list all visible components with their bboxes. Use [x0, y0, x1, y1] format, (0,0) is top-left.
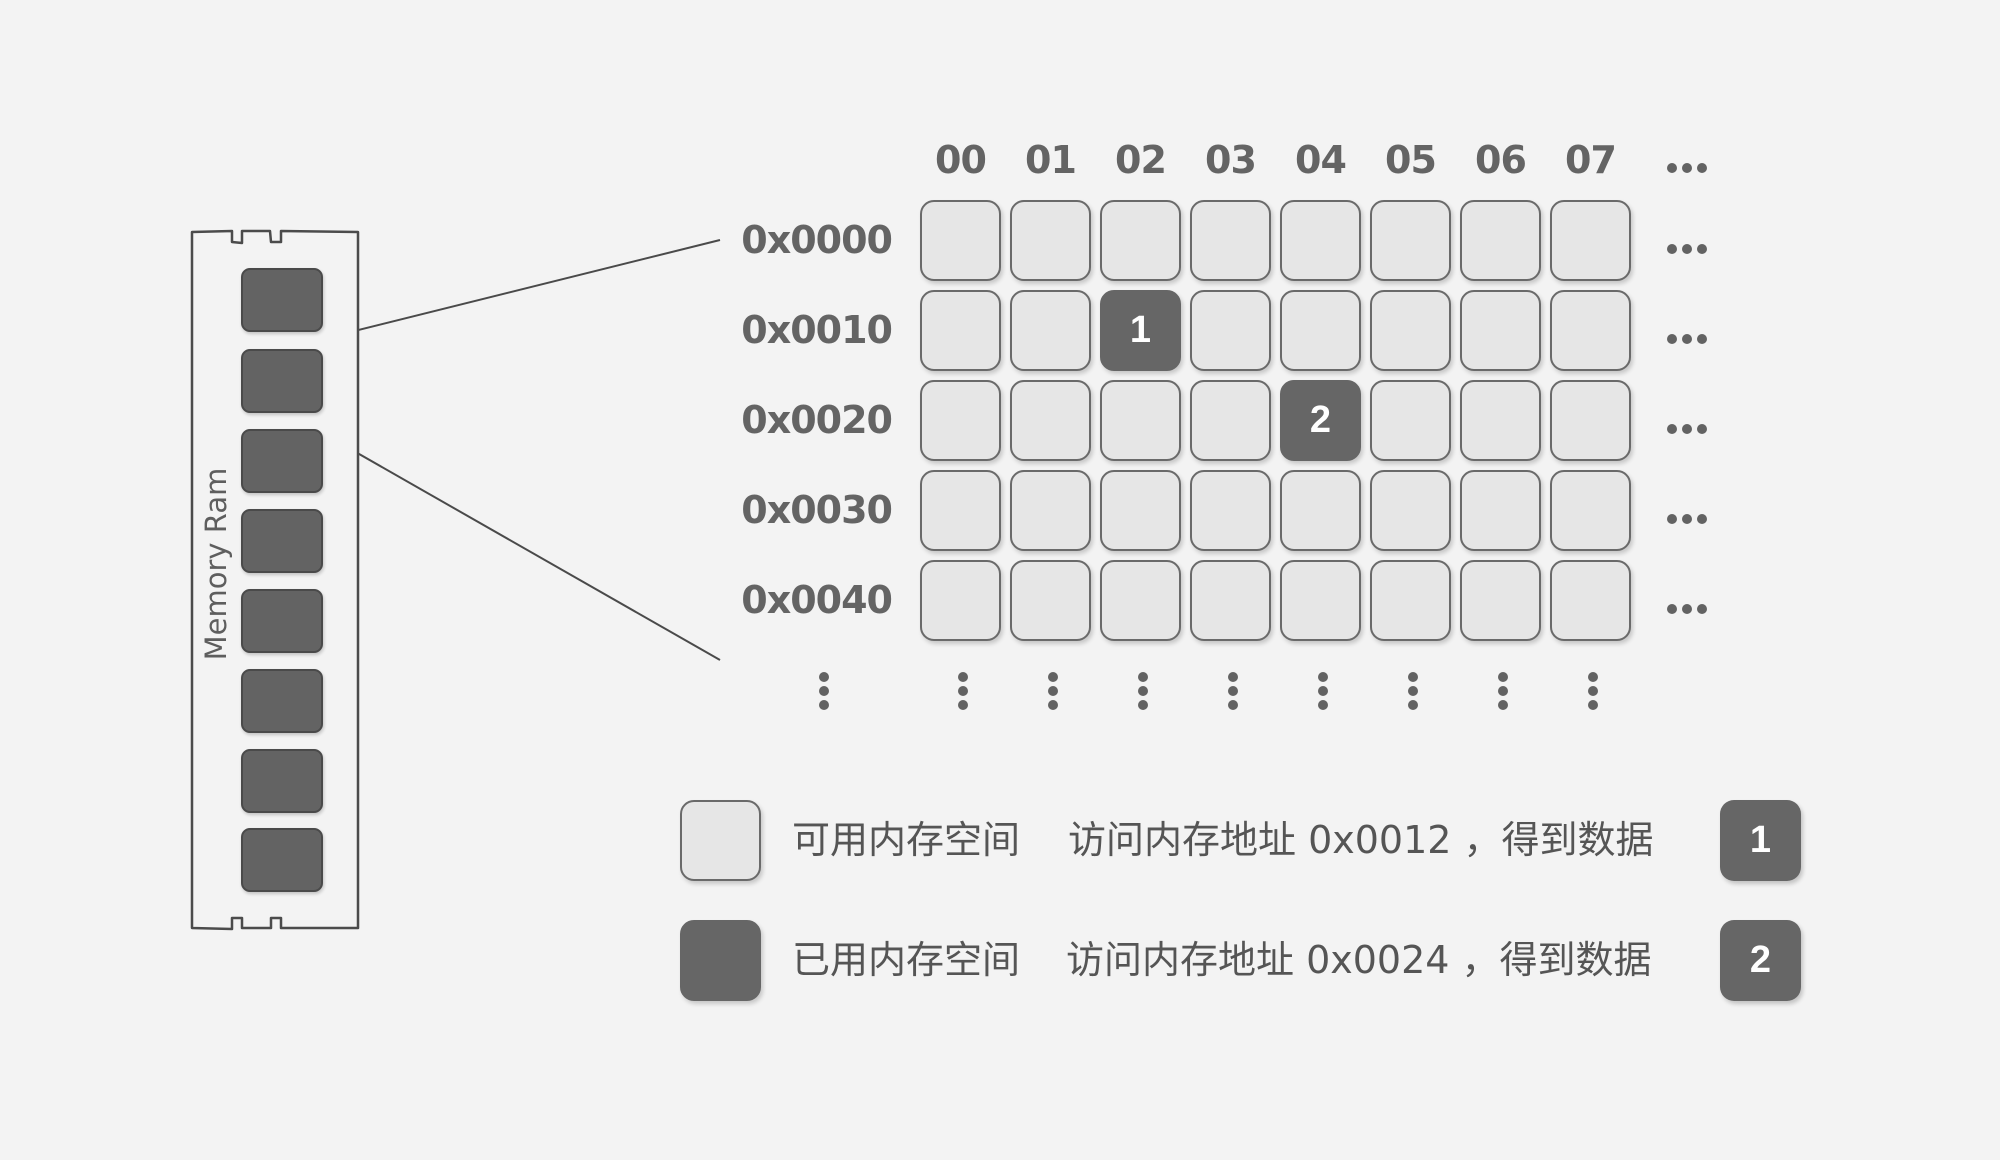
memory-cell-available: [920, 200, 1001, 281]
memory-cell-available: [1280, 200, 1361, 281]
column-header: 01: [1025, 138, 1077, 182]
column-overflow-vertical-ellipsis: [1407, 672, 1419, 710]
ram-chip: [241, 268, 323, 332]
column-header: 04: [1295, 138, 1347, 182]
memory-cell-available: [920, 560, 1001, 641]
memory-cell-available: [1010, 470, 1091, 551]
ram-chip: [241, 749, 323, 813]
memory-cell-available: [1280, 470, 1361, 551]
memory-cell-available: [1100, 200, 1181, 281]
data-badge-1: 1: [1720, 800, 1801, 881]
memory-cell-available: [1280, 560, 1361, 641]
memory-cell-available: [1550, 290, 1631, 371]
row-overflow-ellipsis: [1667, 603, 1707, 615]
column-header: 02: [1115, 138, 1167, 182]
memory-cell-available: [920, 380, 1001, 461]
memory-cell-available: [1010, 560, 1091, 641]
column-overflow-vertical-ellipsis: [1047, 672, 1059, 710]
memory-cell-available: [1460, 200, 1541, 281]
column-overflow-vertical-ellipsis: [1137, 672, 1149, 710]
memory-cell-available: [1460, 380, 1541, 461]
memory-cell-available: [1550, 380, 1631, 461]
legend-available-swatch: [680, 800, 761, 881]
column-overflow-vertical-ellipsis: [1497, 672, 1509, 710]
memory-cell-available: [1370, 290, 1451, 371]
legend-used-label: 已用内存空间: [792, 938, 1021, 982]
memory-cell-available: [1100, 380, 1181, 461]
column-overflow-vertical-ellipsis: [1227, 672, 1239, 710]
ram-chip: [241, 828, 323, 892]
memory-cell-used: 2: [1280, 380, 1361, 461]
memory-cell-available: [1460, 470, 1541, 551]
row-overflow-ellipsis: [1667, 513, 1707, 525]
row-overflow-ellipsis: [1667, 243, 1707, 255]
column-overflow-vertical-ellipsis: [957, 672, 969, 710]
memory-ram-label: Memory Ram: [199, 467, 233, 661]
column-header: 06: [1475, 138, 1527, 182]
ram-chip-highlighted: [241, 349, 323, 413]
memory-cell-used: 1: [1100, 290, 1181, 371]
legend-access-1-text: 访问内存地址 0x0012 ，得到数据: [1068, 818, 1654, 862]
row-address-label: 0x0020: [741, 398, 893, 442]
data-badge-2: 2: [1720, 920, 1801, 1001]
memory-cell-available: [1010, 290, 1091, 371]
column-header: 05: [1385, 138, 1437, 182]
memory-cell-available: [1550, 200, 1631, 281]
memory-cell-available: [1100, 470, 1181, 551]
ram-chip: [241, 509, 323, 573]
ram-chip: [241, 589, 323, 653]
memory-cell-available: [1280, 290, 1361, 371]
memory-cell-available: [1100, 560, 1181, 641]
memory-cell-available: [1190, 200, 1271, 281]
memory-cell-available: [920, 290, 1001, 371]
memory-cell-available: [1460, 290, 1541, 371]
row-address-label: 0x0040: [741, 578, 893, 622]
memory-cell-available: [1190, 380, 1271, 461]
memory-cell-available: [920, 470, 1001, 551]
memory-cell-available: [1010, 380, 1091, 461]
memory-cell-available: [1010, 200, 1091, 281]
legend-used-swatch: [680, 920, 761, 1001]
column-header: 03: [1205, 138, 1257, 182]
row-address-label: 0x0010: [741, 308, 893, 352]
row-label-overflow-ellipsis: [818, 672, 830, 710]
memory-cell-available: [1190, 470, 1271, 551]
row-address-label: 0x0030: [741, 488, 893, 532]
row-overflow-ellipsis: [1667, 333, 1707, 345]
memory-cell-available: [1370, 470, 1451, 551]
legend-access-2-text: 访问内存地址 0x0024 ，得到数据: [1066, 938, 1652, 982]
column-overflow-vertical-ellipsis: [1317, 672, 1329, 710]
row-overflow-ellipsis: [1667, 423, 1707, 435]
memory-cell-available: [1460, 560, 1541, 641]
memory-cell-available: [1370, 380, 1451, 461]
memory-cell-available: [1370, 200, 1451, 281]
column-header: 00: [935, 138, 987, 182]
memory-cell-available: [1190, 290, 1271, 371]
legend-available-label: 可用内存空间: [792, 818, 1021, 862]
column-overflow-vertical-ellipsis: [1587, 672, 1599, 710]
column-header: 07: [1565, 138, 1617, 182]
memory-cell-available: [1370, 560, 1451, 641]
column-overflow-ellipsis: [1667, 162, 1707, 174]
ram-chip: [241, 669, 323, 733]
ram-chip: [241, 429, 323, 493]
memory-cell-available: [1550, 470, 1631, 551]
memory-cell-available: [1190, 560, 1271, 641]
row-address-label: 0x0000: [741, 218, 893, 262]
memory-cell-available: [1550, 560, 1631, 641]
